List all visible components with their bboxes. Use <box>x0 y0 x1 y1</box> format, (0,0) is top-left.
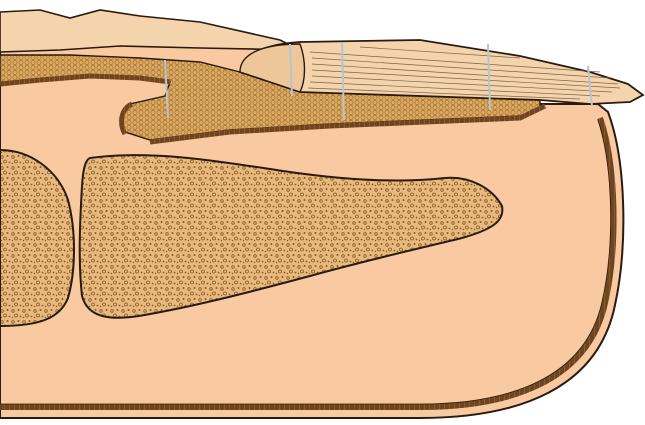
proximal-nail-fold <box>0 10 300 52</box>
